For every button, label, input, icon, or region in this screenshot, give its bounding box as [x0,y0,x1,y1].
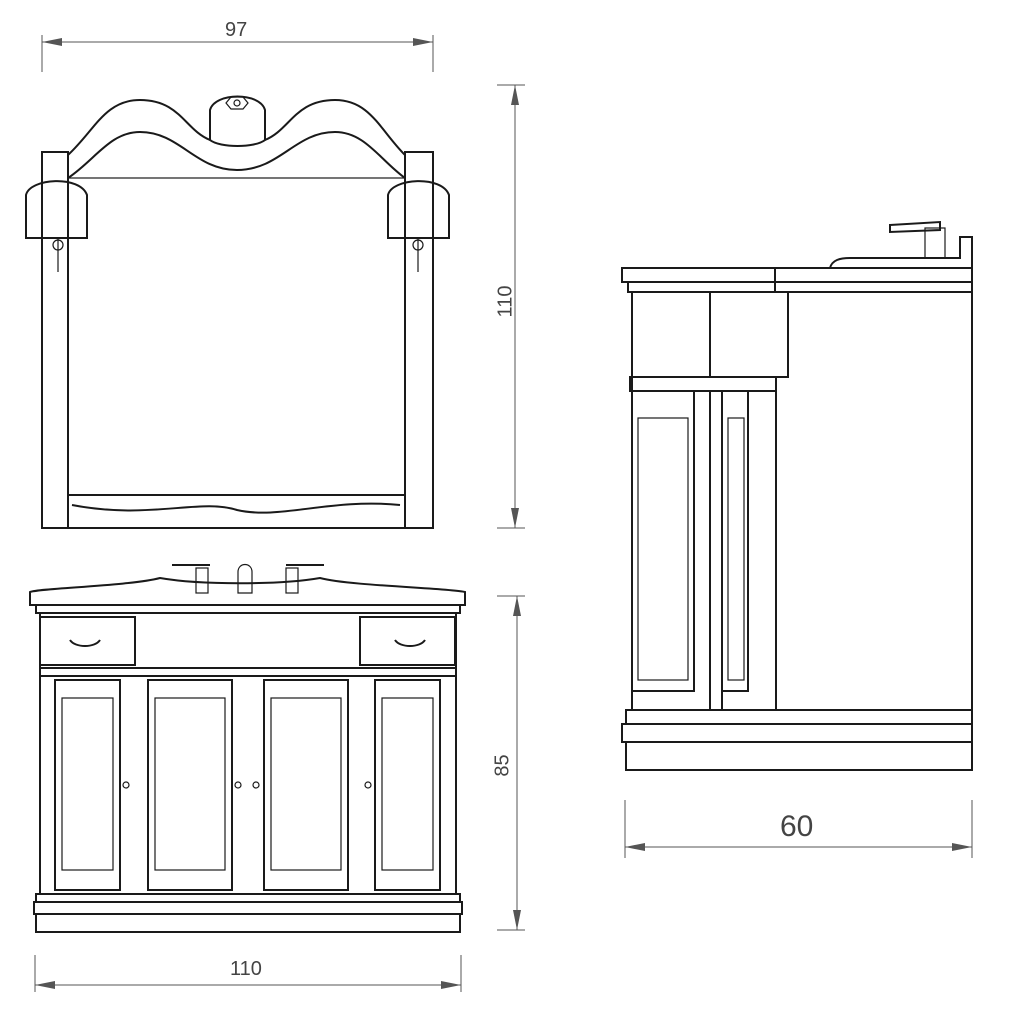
drawer-left [39,616,136,666]
side-faucet [889,220,946,259]
vanity-width-label: 110 [230,958,262,980]
vanity-depth-label: 60 [780,810,814,843]
right-lamp [387,180,450,272]
dimension-vanity-height [497,595,525,931]
cabinet-doors [54,679,441,891]
dimension-mirror-height [497,84,525,529]
dimension-vanity-depth [624,800,973,858]
faucet-right [285,564,324,594]
left-lamp [25,180,88,272]
dimension-vanity-width [34,955,462,992]
vanity-side-view [621,220,973,771]
faucet-center [237,563,253,594]
drawer-right [359,616,456,666]
vanity-front-view [29,563,466,933]
faucet-left [172,564,210,594]
vanity-height-label: 85 [491,754,514,777]
crown-ornament [225,96,249,110]
mirror-width-label: 97 [225,19,248,41]
mirror-front-view [25,95,450,529]
dimension-mirror-width [41,35,434,72]
mirror-height-label: 110 [494,285,517,318]
